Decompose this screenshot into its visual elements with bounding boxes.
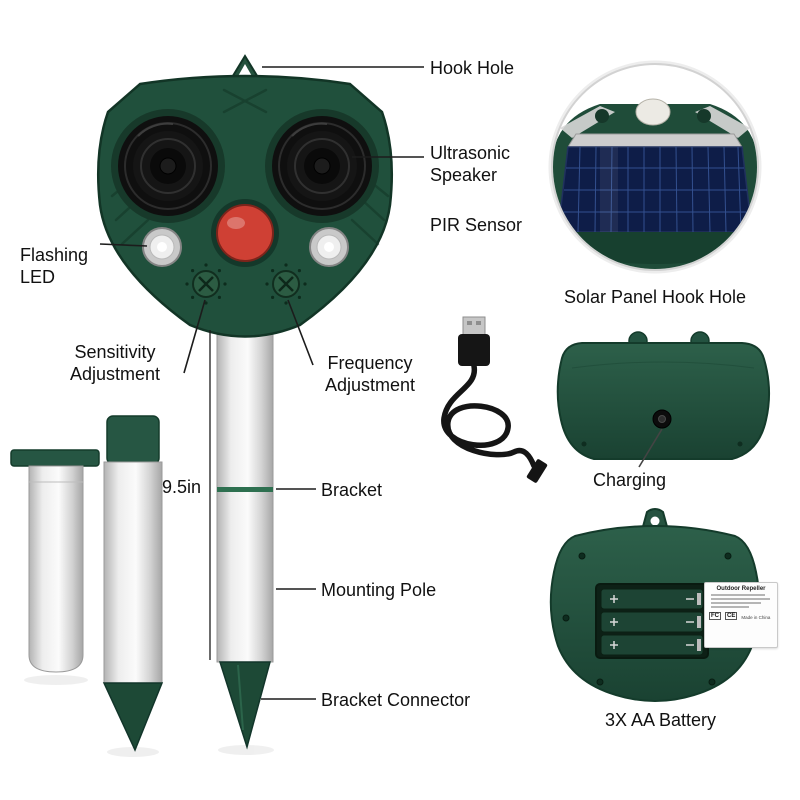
usb-metal-tip <box>462 316 486 336</box>
battery-info-title: Outdoor Repeller <box>716 586 766 592</box>
label-charging: Charging <box>593 470 667 490</box>
flashing-led-left <box>142 227 182 267</box>
label-flashing-led: Flashing LED <box>20 245 89 287</box>
battery-info-label: Outdoor Repeller FC CE Made in China <box>704 582 778 648</box>
charging-port-view <box>556 331 770 460</box>
leader-sensitivity <box>183 299 206 374</box>
leader-lines <box>99 66 663 700</box>
made-in-text: Made in China <box>741 614 771 620</box>
pir-dome-top <box>635 98 671 126</box>
spare-pole-cap <box>106 415 160 465</box>
label-text-bar <box>711 602 761 604</box>
shadows <box>24 675 274 757</box>
repeller-device <box>96 54 394 338</box>
label-text-bar <box>711 598 770 600</box>
solar-grid <box>561 146 750 233</box>
spare-pole-spike <box>102 682 164 752</box>
sleeve-tube <box>28 465 84 673</box>
spare-sleeve <box>10 449 100 673</box>
sleeve-cap <box>10 449 100 467</box>
pir-sensor <box>211 199 279 267</box>
label-bracket-connector: Bracket Connector <box>321 690 471 710</box>
label-ultrasonic-speaker: Ultrasonic Speaker <box>430 143 511 185</box>
frequency-knob <box>265 263 307 305</box>
label-pir-sensor: PIR Sensor <box>430 215 523 235</box>
ultrasonic-speaker-right <box>265 109 379 223</box>
sensitivity-knob <box>185 263 227 305</box>
label-batteries: 3X AA Battery <box>604 710 717 730</box>
spare-pole-tube <box>103 461 163 684</box>
dc-plug <box>526 459 548 483</box>
label-frequency-adjustment: Frequency Adjustment <box>324 353 416 395</box>
label-text-bar <box>711 594 766 596</box>
ultrasonic-speaker-left <box>111 109 225 223</box>
fcc-mark: FC <box>709 612 721 620</box>
bracket-connector-spike <box>218 661 271 750</box>
label-sensitivity-adjustment: Sensitivity Adjustment <box>69 342 161 384</box>
device-back-body <box>556 342 770 460</box>
label-bracket: Bracket <box>321 480 383 500</box>
label-text-bar <box>711 606 750 608</box>
leader-charging <box>638 428 663 468</box>
label-pole-length: 9.5in <box>162 477 202 497</box>
usb-charging-cable <box>441 316 548 483</box>
spare-pole <box>102 415 164 752</box>
hook-hole-opening <box>237 64 253 78</box>
flashing-led-right <box>309 227 349 267</box>
label-mounting-pole: Mounting Pole <box>321 580 437 600</box>
mounting-pole <box>216 329 274 750</box>
battery-compartment-view <box>549 508 761 702</box>
bracket-band <box>217 487 273 492</box>
cable-coil <box>441 363 537 469</box>
pole-tube <box>216 329 274 663</box>
leader-flashing-led <box>99 243 148 247</box>
ce-mark: CE <box>725 612 738 620</box>
label-hook-hole: Hook Hole <box>430 58 515 78</box>
leader-frequency <box>287 299 314 366</box>
solar-panel-zoom-view <box>548 60 762 274</box>
aa-batteries <box>600 588 704 656</box>
usb-plug-body <box>458 334 490 366</box>
label-solar-panel-hook-hole: Solar Panel Hook Hole <box>563 287 747 307</box>
